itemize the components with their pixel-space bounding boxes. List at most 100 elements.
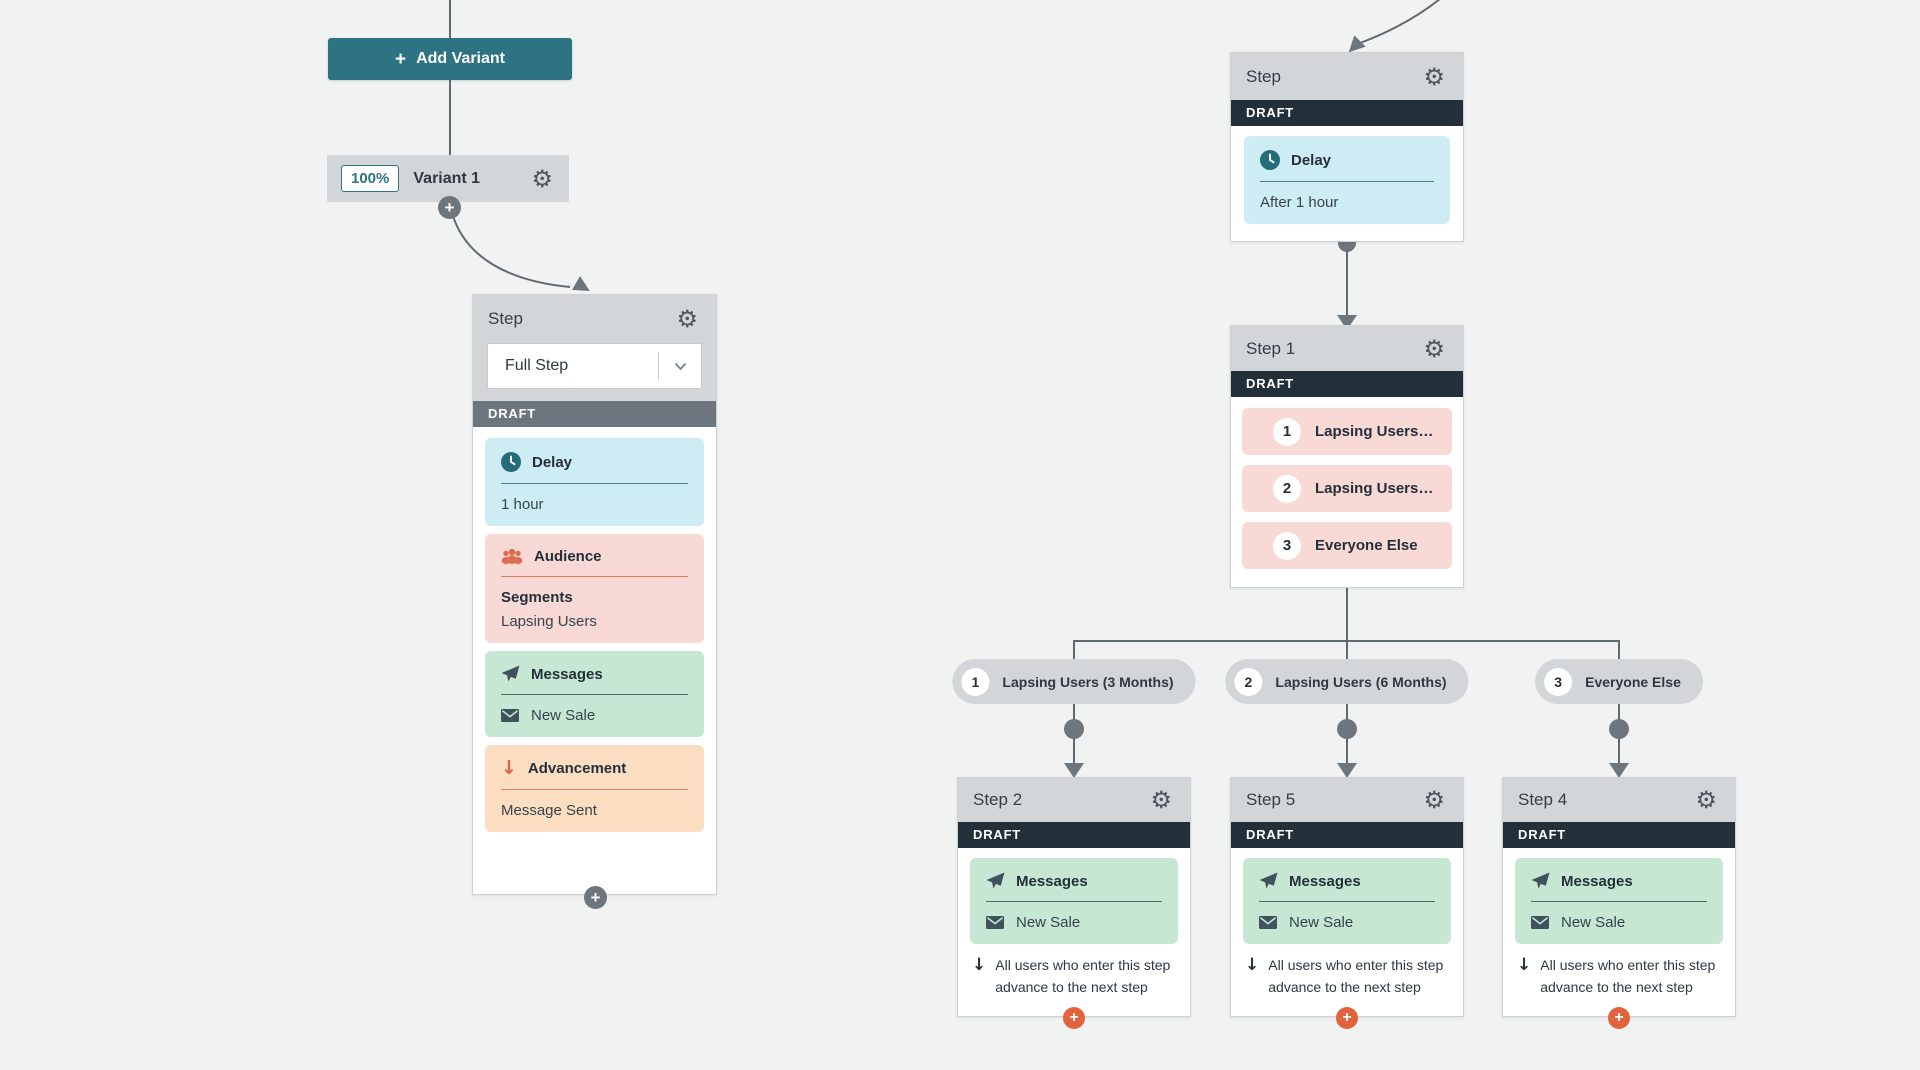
messages-tile[interactable]: Messages New Sale (1243, 858, 1451, 944)
status-badge: DRAFT (1231, 371, 1463, 397)
branch-label: Lapsing Users… (1315, 423, 1434, 440)
audience-heading: Segments (501, 589, 573, 606)
card-header: Step 5 ⚙ (1231, 778, 1463, 822)
advancement-note-text: All users who enter this step advance to… (995, 957, 1171, 995)
messages-title: Messages (531, 665, 603, 683)
delay-tile[interactable]: Delay 1 hour (485, 438, 704, 526)
down-arrow-icon: ↓ (1517, 955, 1532, 975)
paper-plane-icon (1531, 872, 1550, 889)
status-badge: DRAFT (1503, 822, 1735, 848)
card-header: Step 1 ⚙ (1231, 326, 1463, 371)
delay-value: 1 hour (501, 496, 544, 513)
advancement-tile[interactable]: ↓ Advancement Message Sent (485, 745, 704, 832)
delay-tile[interactable]: Delay After 1 hour (1244, 136, 1450, 224)
card-title: Step 5 (1246, 790, 1296, 809)
status-badge: DRAFT (473, 401, 716, 427)
branch-number: 2 (1234, 667, 1263, 696)
add-step-button[interactable]: + (1608, 1007, 1630, 1029)
advancement-note: ↓ All users who enter this step advance … (1517, 955, 1721, 998)
messages-title: Messages (1289, 872, 1361, 890)
step2-card[interactable]: Step 2 ⚙ DRAFT Messages New Sale ↓ All u… (957, 777, 1191, 1017)
status-badge: DRAFT (958, 822, 1190, 848)
gear-icon[interactable]: ⚙ (1695, 786, 1717, 814)
messages-tile[interactable]: Messages New Sale (970, 858, 1178, 944)
gear-icon[interactable]: ⚙ (531, 164, 553, 193)
step-card-full[interactable]: Step ⚙ Full Step DRAFT Delay 1 hour (472, 294, 717, 895)
delay-value: After 1 hour (1260, 194, 1339, 211)
branch-pill-3[interactable]: 3 Everyone Else (1535, 659, 1703, 704)
add-step-button[interactable]: + (584, 886, 607, 909)
variant-percent-badge: 100% (341, 165, 400, 192)
messages-value: New Sale (1016, 914, 1081, 931)
add-variant-button[interactable]: + Add Variant (328, 38, 572, 80)
envelope-icon (501, 709, 519, 722)
gear-icon[interactable]: ⚙ (1423, 334, 1445, 363)
step-type-select-wrap: Full Step (473, 343, 716, 401)
advancement-arrow-icon: ↓ (501, 757, 517, 779)
paper-plane-icon (1259, 872, 1278, 889)
paper-plane-icon (501, 665, 520, 682)
branch-number: 1 (961, 667, 990, 696)
messages-value: New Sale (1289, 914, 1354, 931)
branch-number: 2 (1273, 474, 1301, 503)
clock-icon (501, 452, 521, 472)
step-card-delay[interactable]: Step ⚙ DRAFT Delay After 1 hour (1230, 52, 1464, 242)
gear-icon[interactable]: ⚙ (1150, 786, 1172, 814)
branch-row[interactable]: 1 Lapsing Users… (1242, 408, 1452, 455)
card-title: Step 2 (973, 790, 1023, 809)
card-title: Step 1 (1246, 338, 1296, 358)
advancement-value: Message Sent (501, 802, 597, 819)
down-arrow-icon: ↓ (972, 955, 987, 975)
gear-icon[interactable]: ⚙ (1423, 62, 1445, 91)
step-type-select[interactable]: Full Step (487, 343, 702, 389)
card-title: Step (488, 309, 523, 328)
card-title: Step (1246, 66, 1281, 86)
advancement-note-text: All users who enter this step advance to… (1268, 957, 1444, 995)
gear-icon[interactable]: ⚙ (676, 305, 698, 333)
branch-pill-label: Lapsing Users (3 Months) (1002, 673, 1174, 690)
branch-row[interactable]: 2 Lapsing Users… (1242, 465, 1452, 512)
envelope-icon (1531, 916, 1549, 929)
card-title: Step 4 (1518, 790, 1568, 809)
status-badge: DRAFT (1231, 822, 1463, 848)
advancement-note: ↓ All users who enter this step advance … (1245, 955, 1449, 998)
step4-card[interactable]: Step 4 ⚙ DRAFT Messages New Sale ↓ All u… (1502, 777, 1736, 1017)
step1-card[interactable]: Step 1 ⚙ DRAFT 1 Lapsing Users… 2 Lapsin… (1230, 325, 1464, 588)
gear-icon[interactable]: ⚙ (1423, 786, 1445, 814)
card-header: Step 2 ⚙ (958, 778, 1190, 822)
delay-title: Delay (532, 453, 573, 471)
branch-row[interactable]: 3 Everyone Else (1242, 522, 1452, 569)
add-step-button[interactable]: + (438, 196, 461, 219)
status-badge: DRAFT (1231, 100, 1463, 126)
add-variant-label: Add Variant (416, 50, 505, 67)
branch-label: Lapsing Users… (1315, 480, 1434, 497)
branch-pill-label: Everyone Else (1585, 673, 1681, 690)
advancement-note-text: All users who enter this step advance to… (1540, 957, 1716, 995)
card-header: Step ⚙ (1231, 53, 1463, 100)
add-step-button[interactable]: + (1063, 1007, 1085, 1029)
envelope-icon (986, 916, 1004, 929)
branch-number: 1 (1273, 417, 1301, 446)
messages-value: New Sale (531, 707, 596, 724)
messages-title: Messages (1561, 872, 1633, 890)
step-type-value: Full Step (505, 357, 569, 374)
branch-pill-2[interactable]: 2 Lapsing Users (6 Months) (1225, 659, 1469, 704)
variant-label: Variant 1 (413, 169, 481, 187)
delay-title: Delay (1291, 151, 1332, 169)
down-arrow-icon: ↓ (1245, 955, 1260, 975)
card-header: Step 4 ⚙ (1503, 778, 1735, 822)
branch-number: 3 (1273, 531, 1301, 560)
paper-plane-icon (986, 872, 1005, 889)
audience-tile[interactable]: Audience Segments Lapsing Users (485, 534, 704, 643)
messages-tile[interactable]: Messages New Sale (1515, 858, 1723, 944)
branch-number: 3 (1544, 667, 1573, 696)
chevron-down-icon (659, 362, 701, 371)
audience-value: Lapsing Users (501, 613, 597, 630)
messages-tile[interactable]: Messages New Sale (485, 651, 704, 737)
step5-card[interactable]: Step 5 ⚙ DRAFT Messages New Sale ↓ All u… (1230, 777, 1464, 1017)
variant-node[interactable]: 100% Variant 1 ⚙ (327, 155, 569, 202)
add-step-button[interactable]: + (1336, 1007, 1358, 1029)
branch-pill-1[interactable]: 1 Lapsing Users (3 Months) (952, 659, 1196, 704)
audience-icon (501, 548, 523, 565)
